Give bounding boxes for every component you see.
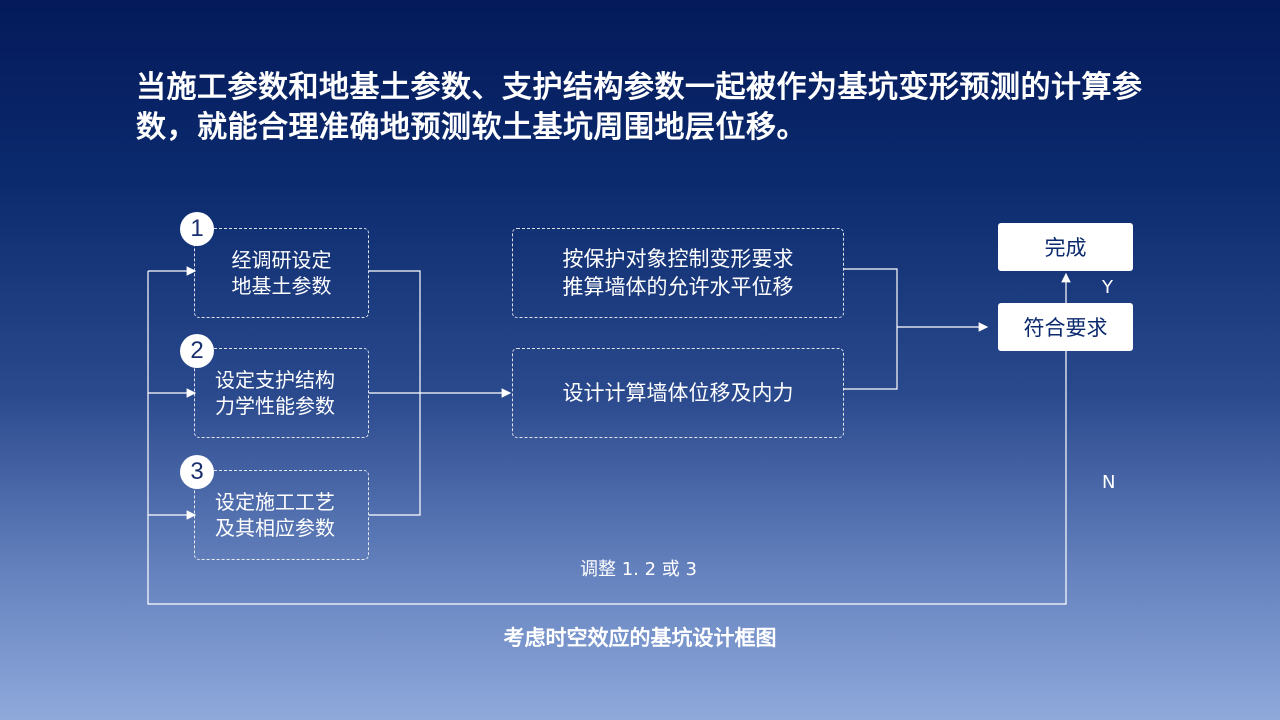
step-2-line1: 设定支护结构: [215, 368, 335, 392]
step-2-box: 设定支护结构 力学性能参数: [194, 348, 369, 438]
allowable-line2: 推算墙体的允许水平位移: [562, 275, 794, 299]
done-box: 完成: [998, 223, 1133, 271]
bracket-top: [369, 270, 421, 393]
mid-top-connector: [843, 268, 898, 390]
step-2-number: 2: [180, 334, 214, 368]
step-3-line2: 及其相应参数: [215, 516, 335, 540]
check-box: 符合要求: [998, 303, 1133, 351]
step-3-line1: 设定施工工艺: [215, 490, 335, 514]
step-1-line1: 经调研设定: [231, 248, 332, 272]
step-3-number: 3: [180, 455, 214, 489]
no-label: N: [1102, 472, 1116, 493]
step-1-box: 经调研设定 地基土参数: [194, 228, 369, 318]
yes-label: Y: [1102, 277, 1113, 298]
step-1-line2: 地基土参数: [231, 274, 332, 298]
step-2-line2: 力学性能参数: [215, 394, 335, 418]
allowable-displacement-box: 按保护对象控制变形要求 推算墙体的允许水平位移: [512, 228, 844, 318]
diagram-caption: 考虑时空效应的基坑设计框图: [503, 626, 777, 650]
loop-line-n: [147, 271, 1067, 605]
step-3-box: 设定施工工艺 及其相应参数: [194, 470, 369, 560]
loop-label: 调整 1. 2 或 3: [580, 559, 697, 580]
slide-headline: 当施工参数和地基土参数、支护结构参数一起被作为基坑变形预测的计算参数，就能合理准…: [136, 70, 1143, 145]
wall-calc-text: 设计计算墙体位移及内力: [562, 381, 794, 405]
step-1-number: 1: [180, 212, 214, 246]
allowable-line1: 按保护对象控制变形要求: [562, 247, 794, 271]
wall-calc-box: 设计计算墙体位移及内力: [512, 348, 844, 438]
bracket-bottom: [369, 393, 421, 516]
